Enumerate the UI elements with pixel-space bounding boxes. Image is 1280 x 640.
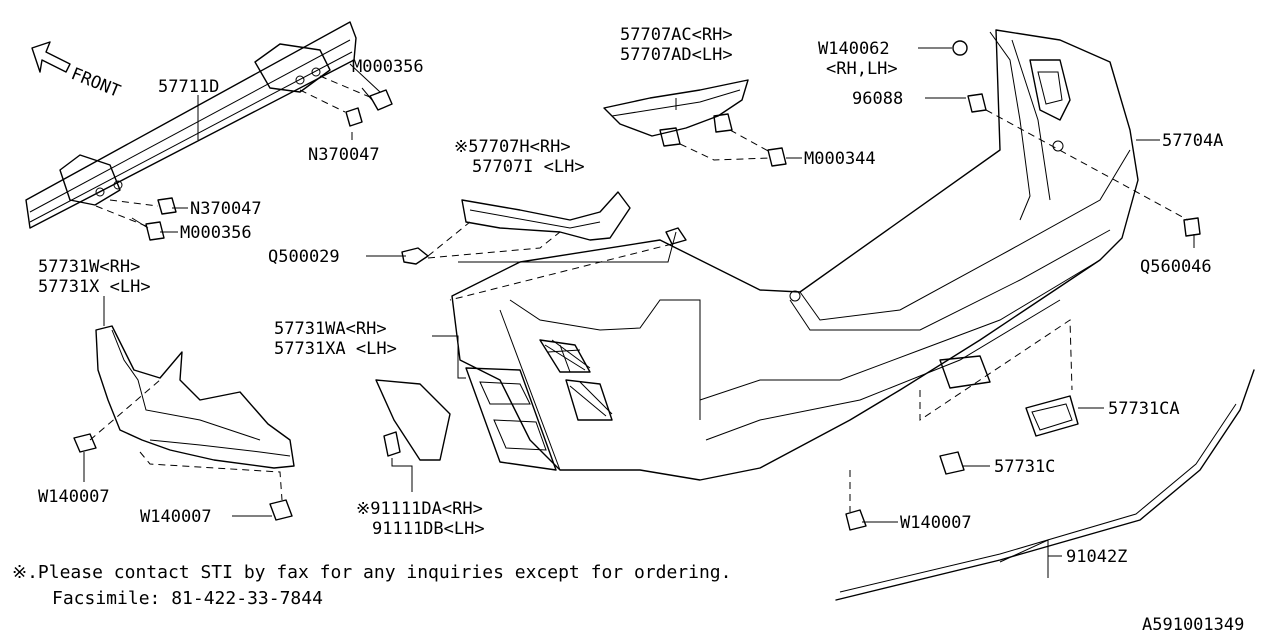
callout-57707ac: 57707AC<RH> bbox=[620, 25, 733, 45]
bracket-57707ac-ad bbox=[603, 79, 749, 147]
clip-small-center-icon bbox=[665, 227, 687, 245]
callout-57707ad: 57707AD<LH> bbox=[620, 45, 733, 65]
callout-57731w: 57731W<RH> bbox=[38, 257, 140, 277]
rear-bumper-57704a bbox=[451, 29, 1139, 481]
callout-57731c: 57731C bbox=[994, 457, 1055, 477]
bolt-m000356-top-icon bbox=[361, 87, 393, 111]
reflector-57731ca bbox=[1025, 395, 1079, 437]
leader-lines bbox=[83, 47, 1195, 578]
callout-57731ca: 57731CA bbox=[1108, 399, 1180, 419]
callout-57711d: 57711D bbox=[158, 77, 219, 97]
callout-m000356-mid: M000356 bbox=[180, 223, 252, 243]
callout-57704a: 57704A bbox=[1162, 131, 1223, 151]
side-trim-piece bbox=[375, 379, 451, 461]
clip-w140007-left-icon bbox=[73, 433, 97, 453]
clip-96088-icon bbox=[967, 93, 987, 113]
callout-91042z: 91042Z bbox=[1066, 547, 1127, 567]
callout-96088: 96088 bbox=[852, 89, 903, 109]
callout-m000356-top: M000356 bbox=[352, 57, 424, 77]
callout-n370047-mid: N370047 bbox=[190, 199, 262, 219]
callout-n370047-top: N370047 bbox=[308, 145, 380, 165]
callout-q500029: Q500029 bbox=[268, 247, 340, 267]
callout-57731xa: 57731XA <LH> bbox=[274, 339, 397, 359]
clip-q500029-icon bbox=[401, 247, 429, 265]
callout-q560046: Q560046 bbox=[1140, 257, 1212, 277]
callout-57707i: 57707I <LH> bbox=[472, 157, 585, 177]
clip-w140007-bottom-icon bbox=[269, 499, 293, 521]
callout-57707h: ※57707H<RH> bbox=[454, 137, 571, 157]
bolt-q560046-icon bbox=[1183, 217, 1201, 237]
bolt-m000356-mid-icon bbox=[131, 217, 165, 241]
front-arrow-icon bbox=[31, 41, 71, 73]
callout-w140062: W140062 bbox=[818, 39, 890, 59]
callout-w140062-side: <RH,LH> bbox=[826, 59, 898, 79]
image-code: A591001349 bbox=[1142, 615, 1244, 635]
cap-57731c bbox=[939, 451, 965, 475]
callout-57731wa: 57731WA<RH> bbox=[274, 319, 387, 339]
bumper-beam-57711d bbox=[25, 21, 357, 229]
callout-91111da: ※91111DA<RH> bbox=[356, 499, 483, 519]
bracket-57707h-i bbox=[461, 191, 631, 241]
grille-mesh-left bbox=[539, 339, 613, 421]
callout-w140007-right: W140007 bbox=[900, 513, 972, 533]
callout-91111db: 91111DB<LH> bbox=[372, 519, 485, 539]
front-label: FRONT bbox=[68, 64, 123, 102]
callout-57731x: 57731X <LH> bbox=[38, 277, 151, 297]
bolt-m000344-icon bbox=[767, 147, 787, 167]
callout-w140007-bottom: W140007 bbox=[140, 507, 212, 527]
clip-w140007-right-icon bbox=[845, 509, 867, 531]
side-cover-57731wa bbox=[465, 367, 557, 471]
callout-m000344: M000344 bbox=[804, 149, 876, 169]
callout-w140007-left: W140007 bbox=[38, 487, 110, 507]
clip-w140062-icon bbox=[952, 40, 968, 56]
nut-n370047-top-icon bbox=[345, 107, 363, 127]
note-line-1: ※.Please contact STI by fax for any inqu… bbox=[12, 562, 731, 583]
molding-91042z bbox=[835, 369, 1255, 601]
nut-n370047-mid-icon bbox=[157, 197, 177, 215]
splash-shield-57731w-x bbox=[95, 325, 295, 469]
note-line-2: Facsimile: 81-422-33-7844 bbox=[52, 588, 323, 609]
